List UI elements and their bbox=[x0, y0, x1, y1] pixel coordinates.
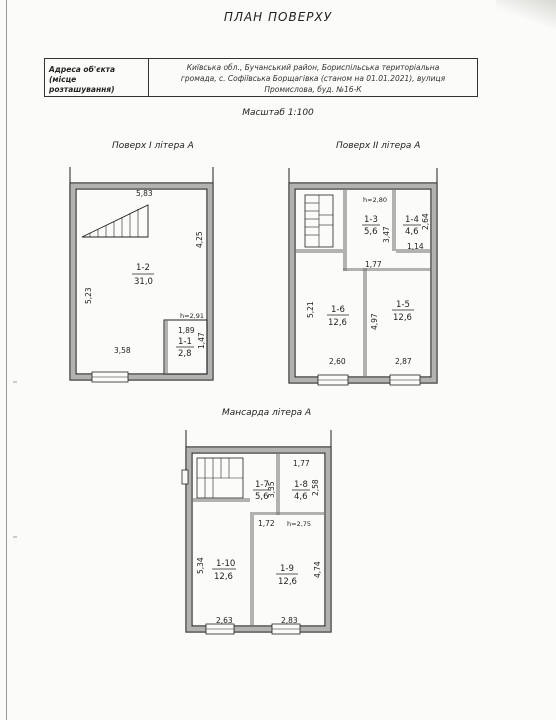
floor2-dim-r4h: 2,64 bbox=[421, 213, 430, 230]
attic-wall-right bbox=[325, 453, 331, 626]
attic-dim-left: 5,34 bbox=[196, 557, 205, 574]
floor1-partition bbox=[164, 320, 168, 374]
floor2-dim-b2: 2,87 bbox=[395, 357, 412, 366]
attic-outer-wall bbox=[185, 446, 332, 633]
room-1-2-id: 1-2 bbox=[136, 263, 150, 273]
room-1-9-id: 1-9 bbox=[280, 564, 294, 574]
floor1-dim-h: h=2,91 bbox=[180, 312, 204, 320]
floor2-wall-left bbox=[289, 189, 295, 377]
floor2-wall-right bbox=[431, 189, 437, 377]
floor2-caption: Поверх ІІ літера А bbox=[336, 141, 421, 151]
floor1-dim-top: 5,83 bbox=[136, 189, 153, 198]
room-1-8-id: 1-8 bbox=[294, 480, 308, 490]
floor1-wall-right bbox=[207, 189, 213, 374]
address-table: Адреса об'єкта (місце розташування) Київ… bbox=[44, 58, 478, 97]
room-1-5-area: 12,6 bbox=[393, 313, 412, 323]
floor1-dim-left: 5,23 bbox=[84, 287, 93, 304]
room-1-3-id: 1-3 bbox=[364, 215, 378, 225]
attic-wall-c bbox=[250, 512, 254, 626]
attic-dim-mid: 1,72 bbox=[258, 519, 275, 528]
attic-inner-wall bbox=[191, 452, 326, 627]
address-line-2: громада, с. Софіївська Борщагівка (стано… bbox=[180, 73, 446, 83]
attic-window-side bbox=[181, 469, 189, 485]
room-1-7-id: 1-7 bbox=[255, 480, 269, 490]
attic-dim-top: 1,77 bbox=[293, 459, 310, 468]
floor2-wall-bottom bbox=[289, 377, 437, 383]
floor2-wall-top bbox=[289, 183, 437, 189]
floor2-wall-d bbox=[396, 249, 431, 253]
floor2-dim-b1: 2,60 bbox=[329, 357, 346, 366]
room-1-8-area: 4,6 bbox=[294, 492, 308, 502]
attic-wall-b bbox=[192, 498, 250, 502]
attic-wall-left bbox=[186, 453, 192, 626]
floor1-wall-top bbox=[70, 183, 213, 189]
attic-wall-d bbox=[254, 512, 325, 515]
floor1-plan: 5,83 4,25 5,23 3,58 h=2,91 1,89 1,47 1-2… bbox=[69, 167, 214, 383]
floor1-wall-bottom bbox=[70, 374, 213, 380]
floor2-wall-c bbox=[295, 249, 343, 253]
room-1-7-area: 5,6 bbox=[255, 492, 269, 502]
margin-marks bbox=[13, 381, 17, 538]
scale-label: Масштаб 1:100 bbox=[242, 108, 314, 118]
floor2-dim-mid2: 4,97 bbox=[370, 313, 379, 330]
attic-dim-r7h: 3,35 bbox=[267, 481, 276, 498]
floor1-stair bbox=[81, 204, 149, 238]
floor1-dim-right: 4,25 bbox=[195, 231, 204, 248]
room-1-10-area: 12,6 bbox=[214, 572, 233, 582]
floor1-caption: Поверх І літера А bbox=[112, 141, 194, 151]
floor1-wall-left bbox=[70, 189, 76, 374]
floor2-dim-left: 5,21 bbox=[306, 301, 315, 318]
floor2-wall-e bbox=[363, 268, 367, 377]
address-line-1: Київська обл., Бучанський район, Бориспі… bbox=[186, 63, 440, 72]
floor1-dim-bottom: 3,58 bbox=[114, 346, 131, 355]
attic-wall-top bbox=[186, 447, 331, 453]
attic-dim-right: 4,74 bbox=[313, 561, 322, 578]
attic-dim-h: h=2,75 bbox=[287, 520, 311, 528]
room-1-2-area: 31,0 bbox=[134, 277, 153, 287]
address-line-3: Промислова, буд. №16-К bbox=[264, 84, 362, 94]
floor2-wall-f bbox=[343, 268, 431, 271]
floor2-dim-mid: 1,77 bbox=[365, 260, 382, 269]
floor2-dim-r3w: 3,47 bbox=[382, 226, 391, 243]
address-label: Адреса об'єкта (місце розташування) bbox=[45, 59, 149, 96]
attic-caption: Мансарда літера А bbox=[222, 408, 312, 418]
room-1-9-area: 12,6 bbox=[278, 577, 297, 587]
room-1-10-id: 1-10 bbox=[216, 559, 235, 569]
attic-wall-bottom bbox=[186, 626, 331, 632]
floor2-plan: h=2,80 3,47 2,64 1,14 1,77 5,21 4,97 2,6… bbox=[288, 168, 438, 386]
room-1-6-id: 1-6 bbox=[331, 305, 345, 315]
floor2-wall-b bbox=[392, 189, 396, 251]
room-1-1-id: 1-1 bbox=[178, 337, 192, 347]
attic-dim-r8h: 2,58 bbox=[311, 479, 320, 496]
floor1-dim-small-h: 1,47 bbox=[197, 332, 206, 349]
address-value: Київська обл., Бучанський район, Бориспі… bbox=[149, 59, 477, 96]
room-1-5-id: 1-5 bbox=[396, 300, 410, 310]
attic-plan: 1,77 2,58 3,35 1,72 h=2,75 5,34 4,74 2,6… bbox=[181, 430, 332, 635]
attic-wall-a bbox=[276, 453, 280, 515]
page-title: ПЛАН ПОВЕРХУ bbox=[223, 10, 333, 24]
page-curl bbox=[496, 0, 556, 30]
attic-dim-b1: 2,63 bbox=[216, 616, 233, 625]
floor2-wall-a bbox=[343, 189, 347, 271]
room-1-1-area: 2,8 bbox=[178, 349, 192, 359]
attic-stair-treads bbox=[197, 458, 243, 498]
attic-dim-b2: 2,83 bbox=[281, 616, 298, 625]
room-1-4-id: 1-4 bbox=[405, 215, 419, 225]
floor2-stair-treads bbox=[305, 195, 333, 247]
floor1-stair-treads bbox=[89, 209, 139, 237]
room-1-4-area: 4,6 bbox=[405, 227, 419, 237]
floor2-dim-r4b: 1,14 bbox=[407, 242, 424, 251]
floor2-dim-h: h=2,80 bbox=[363, 196, 387, 204]
page-edge bbox=[6, 0, 7, 720]
room-1-6-area: 12,6 bbox=[328, 318, 347, 328]
floor1-dim-small-w: 1,89 bbox=[178, 326, 195, 335]
room-1-3-area: 5,6 bbox=[364, 227, 378, 237]
